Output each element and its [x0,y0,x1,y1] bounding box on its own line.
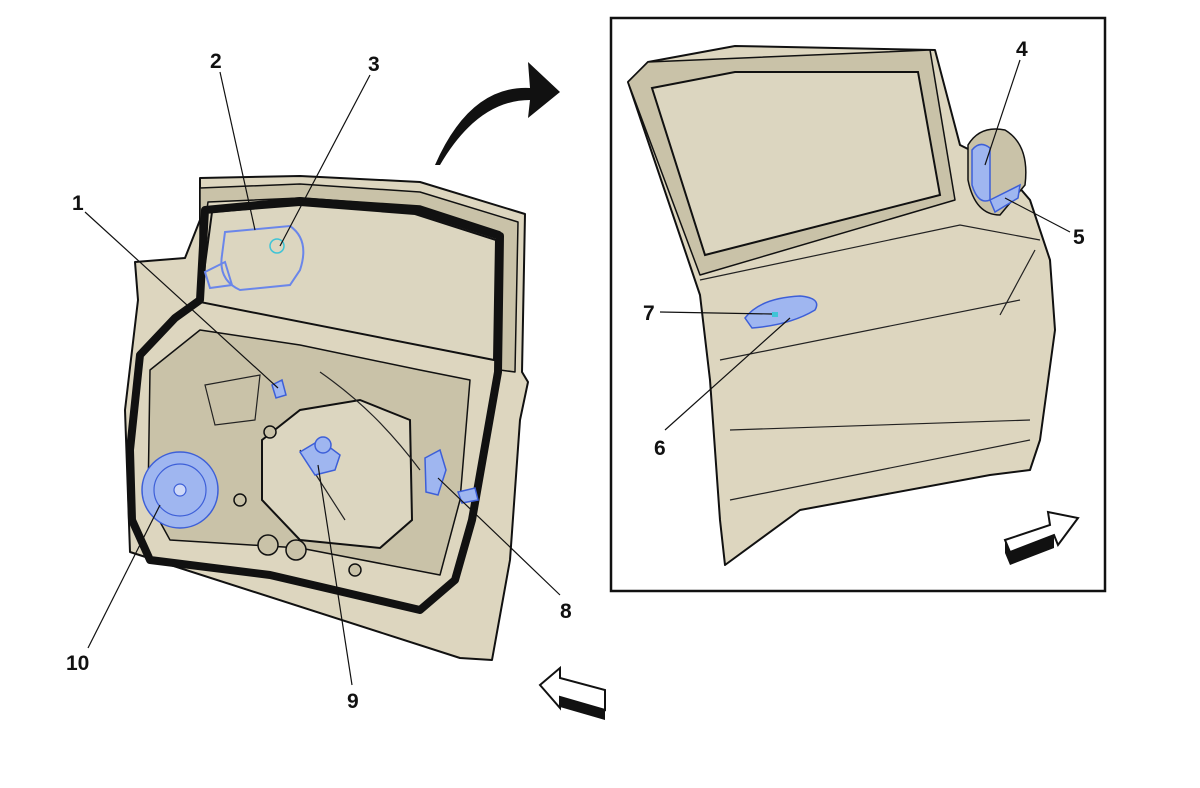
leader-3 [279,74,371,247]
direction-arrow-left [538,665,606,720]
access-hole [204,374,261,426]
curved-arrow-icon [435,62,560,165]
sill-line [729,439,1031,501]
callout-labels: 1 2 3 4 5 6 7 8 9 10 [66,38,1085,713]
door-handle-highlight [744,295,818,329]
drain-hole [285,539,307,561]
drain-hole [233,493,247,507]
module-opening [261,398,414,550]
drain-hole [348,563,362,577]
leader-5 [1004,197,1071,233]
outer-door-assembly [627,45,1056,566]
inner-door-assembly [124,175,529,661]
callout-8: 8 [560,600,572,623]
wiring-connector-highlight [271,378,287,399]
door-seal [126,197,504,614]
belt-line [699,224,1041,281]
arrow-right-base [1010,535,1054,565]
leader-6 [664,317,791,431]
leader-lines [84,59,1071,686]
outer-door-glass [650,71,942,257]
callout-5: 5 [1073,226,1085,249]
panel-crease [999,249,1036,316]
regulator-cable [319,371,421,471]
arrow-right-shadow [1005,540,1010,565]
callout-2: 2 [210,50,222,73]
lower-line [729,419,1031,431]
motor-gear-highlight [314,436,332,454]
callout-1: 1 [72,192,84,215]
mirror-base-highlight [203,260,234,290]
leader-9 [317,464,353,686]
callout-3: 3 [368,53,380,76]
drain-hole [263,425,277,439]
drain-hole [257,534,279,556]
leader-7 [659,311,773,315]
leader-10 [87,504,161,649]
leader-1 [84,211,279,389]
direction-arrow-right [1003,510,1080,565]
mirror-heater-highlight [269,238,285,254]
leader-8 [437,477,561,596]
transition-arrow [435,62,560,165]
handle-button-highlight [772,312,778,317]
mirror-glass-outer-highlight [971,143,991,202]
callout-10: 10 [66,652,89,675]
character-line [719,299,1021,361]
speaker-center [173,483,187,497]
callout-7: 7 [643,302,655,325]
callout-6: 6 [654,437,666,460]
callout-4: 4 [1016,38,1028,61]
leader-4 [984,59,1021,166]
leader-2 [219,71,256,231]
speaker-cone [153,463,207,517]
mirror-glass-highlight [220,224,305,292]
callout-9: 9 [347,690,359,713]
arrow-shadow [560,697,605,720]
